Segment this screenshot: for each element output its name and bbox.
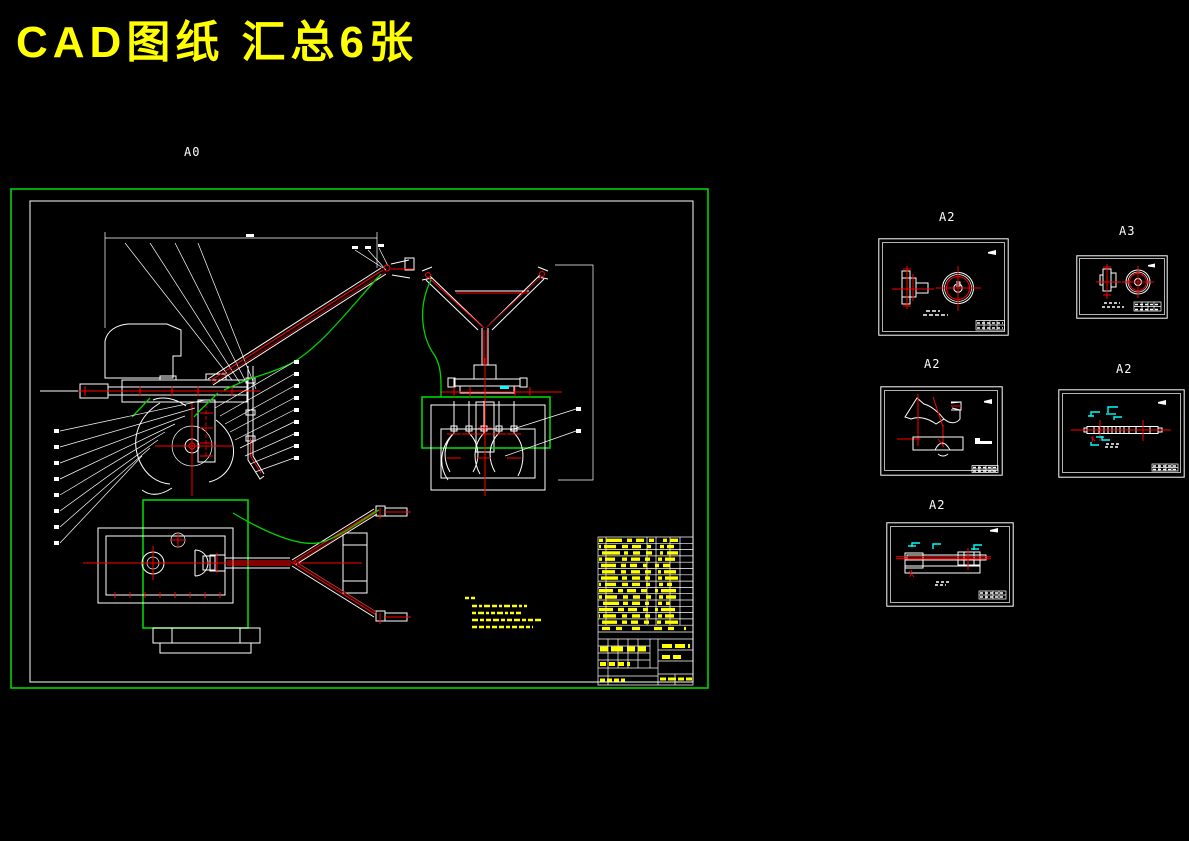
sheet-size-label-a3: A3 (1119, 224, 1136, 238)
a0-inner-frame (29, 200, 694, 683)
rear-view-cyan-dimension (500, 386, 509, 389)
a0-sheet-border (10, 188, 709, 689)
projection-symbol-icon (990, 528, 998, 533)
projection-symbol-icon (984, 399, 992, 404)
a0-bom-rows (599, 538, 686, 631)
a0-bom-table (597, 536, 694, 686)
sheet-a3-hub-drawing (1076, 255, 1168, 319)
sheet-a0-assembly-drawing (10, 188, 709, 689)
rear-tiller-green-box (421, 396, 551, 449)
sheet-size-label-a2-1: A2 (939, 210, 956, 224)
sheet-a2-shaft-drawing (1058, 389, 1185, 478)
a0-technical-notes (465, 596, 541, 629)
projection-symbol-icon (1158, 400, 1166, 405)
page-title: CAD图纸 汇总6张 (16, 18, 419, 67)
a0-title-block-text (600, 644, 692, 682)
projection-symbol-icon (1148, 263, 1155, 268)
a0-rear-view (421, 264, 594, 496)
sheet-size-label-a2-3: A2 (1116, 362, 1133, 376)
a0-top-view (83, 499, 411, 654)
sheet-a2-axle-assembly-drawing (886, 522, 1014, 607)
sheet-size-label-a0: A0 (184, 145, 201, 159)
sheet-a2-blade-drawing (880, 386, 1003, 476)
sheet-size-label-a2-2: A2 (924, 357, 941, 371)
sheet-a2-hub-drawing (878, 238, 1009, 336)
sheet-size-label-a2-4: A2 (929, 498, 946, 512)
a0-side-view (40, 232, 415, 545)
projection-symbol-icon (988, 250, 996, 255)
